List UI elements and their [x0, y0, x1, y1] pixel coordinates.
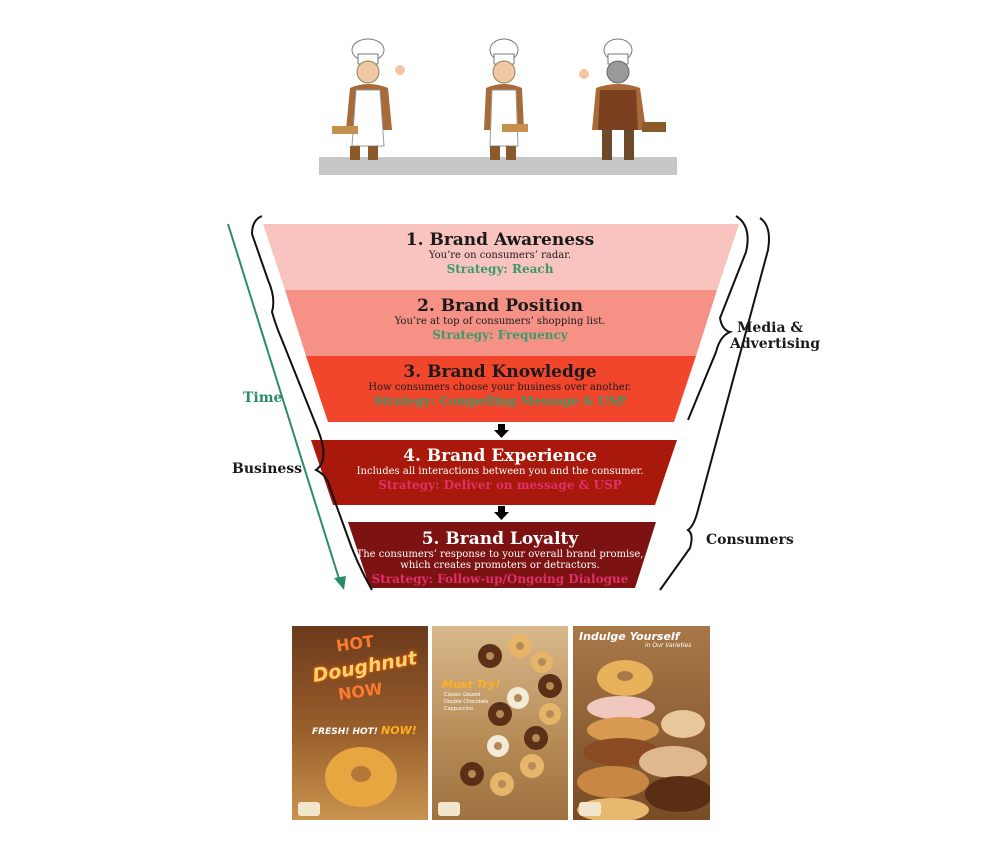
poster-now-accent: NOW!: [381, 724, 417, 737]
tier-title: 1. Brand Awareness: [405, 230, 595, 250]
tier-5-text: 5. Brand Loyalty The consumers’ response…: [300, 529, 700, 587]
tier-2-band: [285, 290, 717, 356]
brand-logo-icon: [579, 802, 601, 816]
poster-hot-text: HOT: [334, 631, 376, 656]
media-advertising-bracket: [687, 215, 749, 421]
tier-4-text: 4. Brand Experience Includes all interac…: [300, 446, 700, 493]
tier-title: 5. Brand Loyalty: [421, 529, 579, 549]
poster-varieties-list: Classic Glazed Double Chocolate Cappucci…: [444, 692, 488, 713]
tier-description: You’re at top of consumers’ shopping lis…: [394, 316, 606, 327]
poster-must-try: Must Try! Classic Glazed Double Chocolat…: [432, 626, 568, 820]
tier-5-band: [348, 522, 656, 588]
doughnut-ring-image: [460, 634, 562, 796]
poster-must-try-text: Must Try!: [442, 678, 501, 691]
time-arrow-head-icon: [334, 576, 346, 590]
business-bracket: [250, 215, 373, 591]
tier-description: You’re on consumers’ radar.: [428, 250, 572, 261]
brand-funnel-diagram: [227, 215, 770, 591]
poster-indulge-yourself: Indulge Yourself in Our Varieties: [573, 626, 710, 820]
brand-logo-icon: [298, 802, 320, 816]
tier-3-text: 3. Brand Knowledge How consumers choose …: [300, 362, 700, 409]
poster-varieties-subtext: in Our Varieties: [645, 642, 692, 649]
tier-4-band: [311, 440, 677, 505]
poster-fresh-text: FRESH! HOT! NOW!: [312, 724, 417, 737]
media-advertising-label: Media & Advertising: [730, 320, 821, 352]
variety-item: Cappuccino: [444, 706, 474, 712]
tier-strategy: Strategy: Follow-up/Ongoing Dialogue: [371, 572, 629, 586]
variety-item: Classic Glazed: [444, 692, 481, 698]
tier-1-band: [263, 224, 739, 290]
time-label: Time: [243, 390, 283, 406]
down-arrow-icon: [494, 424, 509, 438]
brand-logo-icon: [438, 802, 460, 816]
business-label: Business: [232, 461, 303, 477]
media-label-line-1: Media &: [736, 320, 804, 336]
tier-strategy: Strategy: Frequency: [432, 328, 568, 342]
tier-strategy: Strategy: Reach: [446, 262, 554, 276]
glazed-doughnut-image: [325, 747, 397, 807]
chef-illustration-left: [332, 38, 405, 160]
tier-title: 3. Brand Knowledge: [403, 362, 597, 382]
tier-description: Includes all interactions between you an…: [356, 466, 644, 477]
time-arrow: [227, 223, 341, 583]
tier-description-line-1: The consumers’ response to your overall …: [356, 549, 644, 560]
variety-item: Double Chocolate: [444, 699, 489, 705]
consumers-bracket: [659, 217, 770, 591]
tier-description-line-2: which creates promoters or detractors.: [400, 560, 600, 571]
media-label-line-2: Advertising: [730, 336, 821, 352]
chef-illustration-right: [579, 38, 666, 160]
tier-1-text: 1. Brand Awareness You’re on consumers’ …: [300, 230, 700, 277]
poster-fresh-hot: FRESH! HOT!: [312, 727, 378, 737]
poster-hot-doughnut: HOT Doughnut NOW FRESH! HOT! NOW!: [292, 626, 428, 820]
poster-now-text: NOW: [336, 678, 384, 705]
consumers-label: Consumers: [706, 532, 794, 548]
poster-indulge-text: Indulge Yourself: [579, 630, 680, 643]
doughnut-stack-image: [577, 660, 710, 820]
chef-stage-floor: [319, 157, 677, 175]
tier-strategy: Strategy: Deliver on message & USP: [378, 478, 622, 492]
tier-3-band: [306, 356, 696, 422]
chef-illustration-center: [484, 38, 528, 160]
tier-title: 4. Brand Experience: [403, 446, 597, 466]
tier-description: How consumers choose your business over …: [368, 382, 632, 393]
tier-strategy: Strategy: Compelling Message & USP: [373, 394, 627, 408]
tier-title: 2. Brand Position: [417, 296, 583, 316]
tier-2-text: 2. Brand Position You’re at top of consu…: [300, 296, 700, 343]
down-arrow-icon: [494, 506, 509, 520]
